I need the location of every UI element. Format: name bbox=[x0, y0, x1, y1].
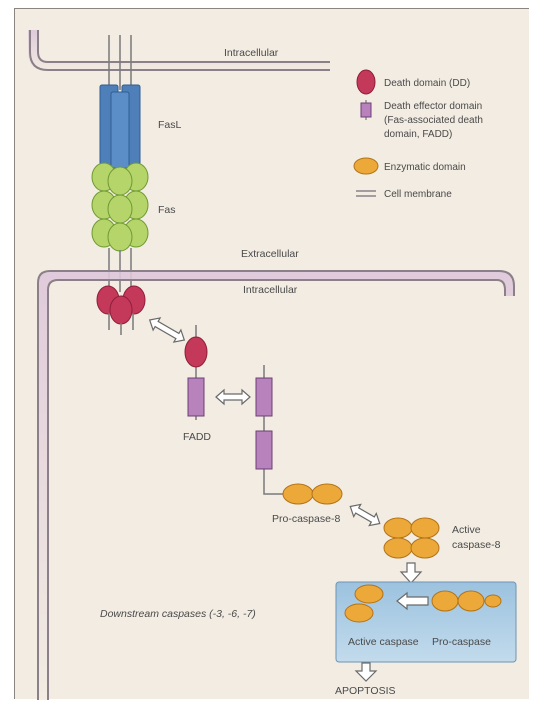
pro-caspase-8-death-effector-domains bbox=[256, 365, 285, 494]
fasl-fas-complex: FasL Fas bbox=[92, 35, 182, 292]
legend: Death domain (DD) Death effector domain … bbox=[354, 70, 483, 200]
legend-death-effector-label-line1: Death effector domain bbox=[384, 101, 482, 112]
legend-death-effector-label-line2: (Fas-associated death bbox=[384, 115, 483, 126]
legend-death-effector-domain: Death effector domain (Fas-associated de… bbox=[361, 100, 483, 140]
legend-death-domain-label: Death domain (DD) bbox=[384, 78, 470, 89]
active-caspase-8-label-line2: caspase-8 bbox=[452, 539, 501, 551]
apoptosis-label: APOPTOSIS bbox=[335, 685, 396, 697]
fadd-ded-binding-arrow bbox=[216, 390, 250, 404]
legend-death-effector-label-line3: domain, FADD) bbox=[384, 129, 452, 140]
caspase-8-activation-arrow bbox=[347, 500, 383, 529]
fadd-label: FADD bbox=[183, 431, 211, 443]
top-membrane: Intracellular bbox=[28, 30, 330, 72]
downstream-caspase-box: Active caspase Pro-caspase bbox=[336, 582, 516, 662]
downstream-caspases-label: Downstream caspases (-3, -6, -7) bbox=[100, 608, 256, 620]
down-arrow-to-caspase-box bbox=[401, 563, 421, 583]
fadd-adaptor bbox=[185, 325, 207, 420]
pro-caspase-label: Pro-caspase bbox=[432, 636, 491, 648]
legend-death-domain: Death domain (DD) bbox=[357, 70, 470, 94]
death-domain-icon bbox=[357, 70, 375, 94]
pro-caspase-8-label: Pro-caspase-8 bbox=[272, 513, 340, 525]
arrow-to-apoptosis bbox=[356, 663, 376, 681]
receptor-death-domains bbox=[97, 286, 145, 324]
legend-enzymatic-domain: Enzymatic domain bbox=[354, 158, 466, 174]
pro-caspase-8-enzymatic-domains bbox=[283, 484, 342, 504]
fasl-label: FasL bbox=[158, 119, 182, 131]
lower-intracellular-label: Intracellular bbox=[243, 284, 298, 296]
active-caspase-label: Active caspase bbox=[348, 636, 419, 648]
fas-label: Fas bbox=[158, 204, 176, 216]
active-caspase-8 bbox=[384, 518, 439, 558]
top-intracellular-label: Intracellular bbox=[224, 47, 279, 59]
active-caspase-8-label-line1: Active bbox=[452, 524, 481, 536]
legend-cell-membrane-label: Cell membrane bbox=[384, 189, 452, 200]
extracellular-label: Extracellular bbox=[241, 248, 299, 260]
enzymatic-domain-icon bbox=[354, 158, 378, 174]
legend-enzymatic-domain-label: Enzymatic domain bbox=[384, 162, 466, 173]
dd-fadd-binding-arrow bbox=[146, 314, 188, 346]
legend-cell-membrane: Cell membrane bbox=[356, 189, 452, 200]
fasl-ligand bbox=[100, 85, 140, 168]
fas-receptor bbox=[92, 163, 148, 251]
death-effector-domain-icon bbox=[361, 103, 371, 117]
